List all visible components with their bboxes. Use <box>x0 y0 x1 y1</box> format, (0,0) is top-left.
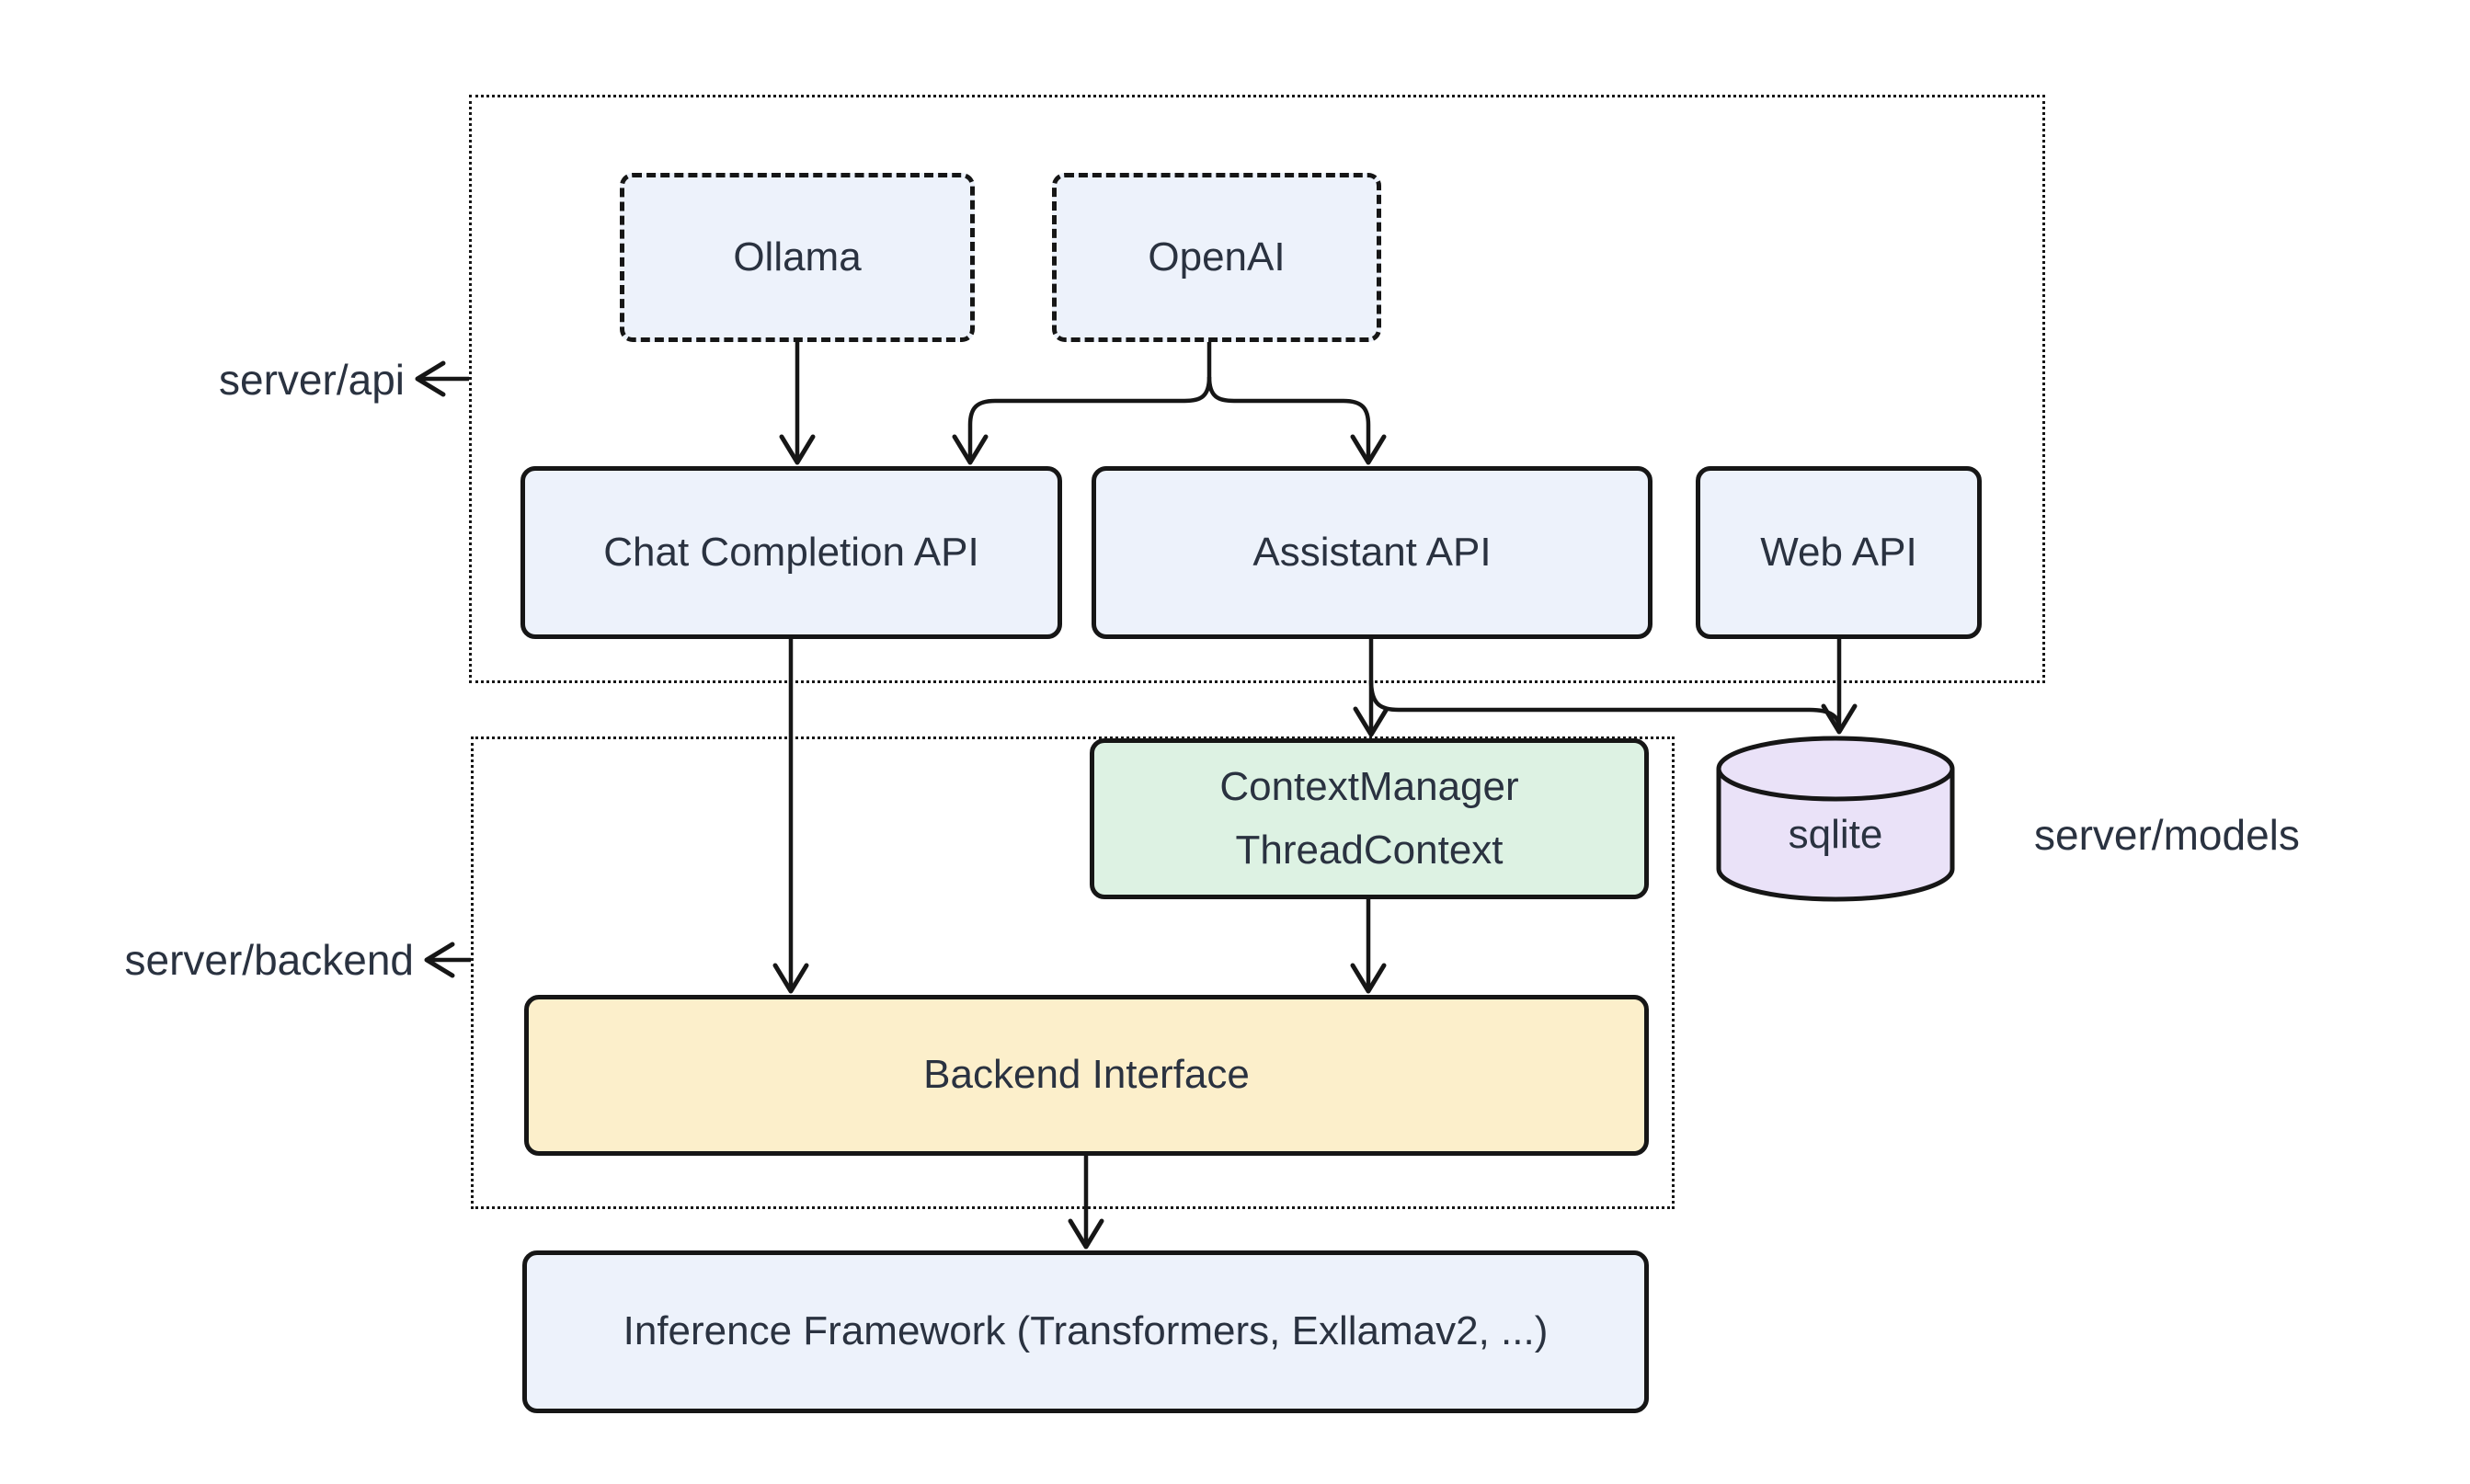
node-context-manager-label-line2: ThreadContext <box>1235 827 1504 873</box>
node-assistant-api: Assistant API <box>1092 466 1652 639</box>
node-web-api-label: Web API <box>1760 529 1917 575</box>
sqlite-cylinder <box>1716 736 1955 902</box>
node-assistant-api-label: Assistant API <box>1252 529 1492 575</box>
node-inference-framework: Inference Framework (Transformers, Exlla… <box>522 1250 1649 1413</box>
group-label-server-api: server/api <box>219 356 405 404</box>
node-openai: OpenAI <box>1052 173 1381 342</box>
edge-openai-assistant <box>1206 376 1387 465</box>
edge-assistant-sqlite <box>1368 679 1842 729</box>
group-label-server-backend: server/backend <box>124 936 415 984</box>
server-backend-group-container <box>471 736 1675 1209</box>
node-web-api: Web API <box>1696 466 1982 639</box>
node-inference-framework-label: Inference Framework (Transformers, Exlla… <box>623 1308 1549 1354</box>
node-openai-label: OpenAI <box>1148 234 1286 280</box>
node-chat-completion-api-label: Chat Completion API <box>603 529 979 575</box>
node-backend-interface: Backend Interface <box>524 995 1649 1156</box>
edge-openai-chat <box>952 376 1212 465</box>
node-sqlite-label: sqlite <box>1788 812 1883 857</box>
node-chat-completion-api: Chat Completion API <box>520 466 1062 639</box>
group-label-server-models: server/models <box>2034 811 2300 859</box>
server-api-group-container <box>469 95 2045 683</box>
node-context-manager-label-line1: ContextManager <box>1219 764 1519 810</box>
node-backend-interface-label: Backend Interface <box>923 1052 1250 1098</box>
node-ollama-label: Ollama <box>733 234 862 280</box>
node-context-manager: ContextManager ThreadContext <box>1090 738 1649 899</box>
node-ollama: Ollama <box>620 173 975 342</box>
